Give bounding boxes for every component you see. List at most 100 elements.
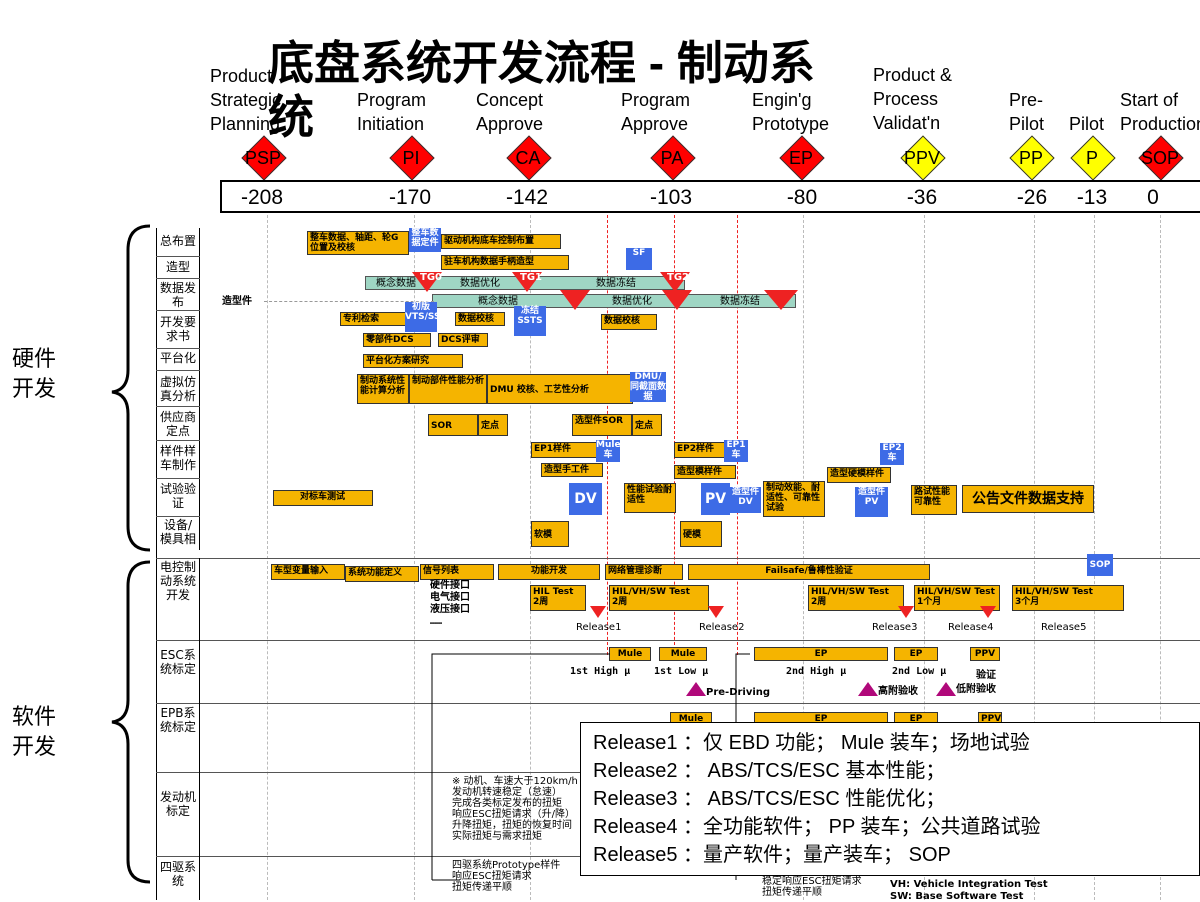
row-divider [156,370,200,371]
release-label: Release2 [699,622,745,633]
task-box: 平台化方案研究 [363,354,463,368]
gridline [1034,215,1035,900]
sw-row-label: ESC系统标定 [159,648,196,676]
milestone-code-psp: PSP [244,148,282,168]
task-box: 制动系统性能计算分析 [357,374,409,404]
hw-row-label: 造型 [165,260,190,274]
abbr-vh: VH: Vehicle Integration Test [890,879,1048,890]
marker-blue: 造型件PV [855,487,888,517]
marker-blue: 初版VTS/SSTS [405,302,453,332]
sw-task: 车型变量输入 [271,564,345,580]
legend-line: Release3 ： ABS/TCS/ESC 性能优化； [593,788,946,810]
release-legend: Release1 ：仅 EBD 功能； Mule 装车；场地试验 Release… [580,722,1200,876]
legend-line: Release1 ：仅 EBD 功能； Mule 装车；场地试验 [593,732,1030,754]
release-label: Release5 [1041,622,1087,633]
marker-blue: 冻结SSTS [514,306,546,336]
acceptance-label: Pre-Driving [706,687,771,698]
task-box: 软模 [531,521,569,547]
phase-label: 数据优化 [460,278,500,289]
gridline [1160,215,1161,900]
task-box: 整车数据、轴距、轮G位置及校核 [307,231,409,255]
task-box: 造型硬模样件 [827,467,891,483]
esc-note: 1st Low μ [654,666,709,677]
row-divider [156,640,1200,641]
task-box: DCS评审 [438,333,488,347]
esc-note: 验证 [976,670,996,681]
timeline-day-ep: -80 [786,186,818,209]
test-box: HIL/VH/SW Test 3个月 [1012,585,1124,611]
sw-task: 功能开发 [498,564,600,580]
timeline-day-sop: 0 [1147,186,1159,209]
legend-line: Release2 ： ABS/TCS/ESC 基本性能； [593,760,946,782]
marker-blue: Mule车 [596,440,621,462]
row-divider [156,278,200,279]
timeline-day-pp: -26 [1016,186,1048,209]
timeline-day-ca: -142 [505,186,549,209]
timeline-day-psp: -208 [240,186,284,209]
gridline-red [737,215,738,655]
sw-row-label: 四驱系统 [159,860,196,888]
hw-row-label: 设备/模具相 [159,518,196,546]
esc-box: PPV [970,647,1000,661]
release-label: Release4 [948,622,994,633]
release-markers [590,606,996,618]
task-box: 对标车测试 [273,490,373,506]
gridline [803,215,804,900]
esc-note: 2nd Low μ [892,666,947,677]
esc-box: Mule [659,647,707,661]
phase-label: 概念数据 [376,278,416,289]
phase-label: 数据优化 [612,296,652,307]
marker-blue: 造型件DV [730,487,761,513]
marker-blue: DMU/同截面数据 [630,372,667,402]
test-box: HIL/VH/SW Test 2周 [808,585,904,611]
milestone-label-pi: Program Initiation [357,90,427,134]
gridline [414,215,415,900]
sw-row-label: EPB系统标定 [159,706,196,734]
row-divider [156,406,200,407]
phase-label: 数据冻结 [720,296,760,307]
milestone-code-pp: PP [1018,148,1043,168]
milestone-label-ca: Concept Approve [476,90,544,134]
gridline [530,215,531,900]
gridline [267,215,268,900]
task-box: 造型手工件 [541,463,603,477]
esc-note: 1st High μ [570,666,631,677]
row-frame [199,228,200,550]
milestone-code-p: P [1085,148,1098,168]
timeline-bar [220,180,1200,213]
release-label: Release1 [576,622,622,633]
row-divider [156,310,200,311]
gridline-red [674,215,675,655]
task-box: 路试性能可靠性 [911,485,957,515]
sw-interfaces: 硬件接口 电气接口 液压接口 …… [430,580,470,627]
hw-row-label: 试验验证 [159,482,196,510]
task-box: 性能试验耐适性 [624,483,676,513]
marker-sop: SOP [1087,554,1113,576]
awd-note: 稳定响应ESC扭矩请求 扭矩传递平顺 [762,876,862,898]
timeline-day-pi: -170 [388,186,432,209]
task-box: 制动部件性能分析 [409,374,487,404]
task-box: 选型件SOR [572,414,632,436]
test-box: HIL/VH/SW Test 2周 [609,585,709,611]
timeline-day-pa: -103 [649,186,693,209]
acceptance-label: 高附验收 [878,686,918,697]
marker-pv: PV [701,483,730,515]
connector [264,301,434,302]
sw-task: 信号列表 [420,564,494,580]
task-box: SOR [428,414,478,436]
task-box: 驻车机构数据手柄造型 [441,255,569,270]
marker-sf: SF [626,248,652,270]
milestone-label-ppv: Product & Process Validat'n [873,65,953,133]
engine-note: ※ 动机、车速大于120km/h 发动机转速稳定（怠速） 完成各类标定发布的扭矩… [452,776,578,842]
task-box: 零部件DCS [363,333,431,347]
milestone-code-pi: PI [402,148,420,168]
release-label: Release3 [872,622,918,633]
timeline-day-ppv: -36 [906,186,938,209]
task-box: EP2样件 [674,442,728,458]
row-divider [156,516,200,517]
row-divider [156,478,200,479]
task-box: 定点 [632,414,662,436]
milestone-label-sop: Start of Production [1120,90,1200,134]
sw-task: 系统功能定义 [345,566,419,582]
task-box: 专利检索 [340,312,410,326]
